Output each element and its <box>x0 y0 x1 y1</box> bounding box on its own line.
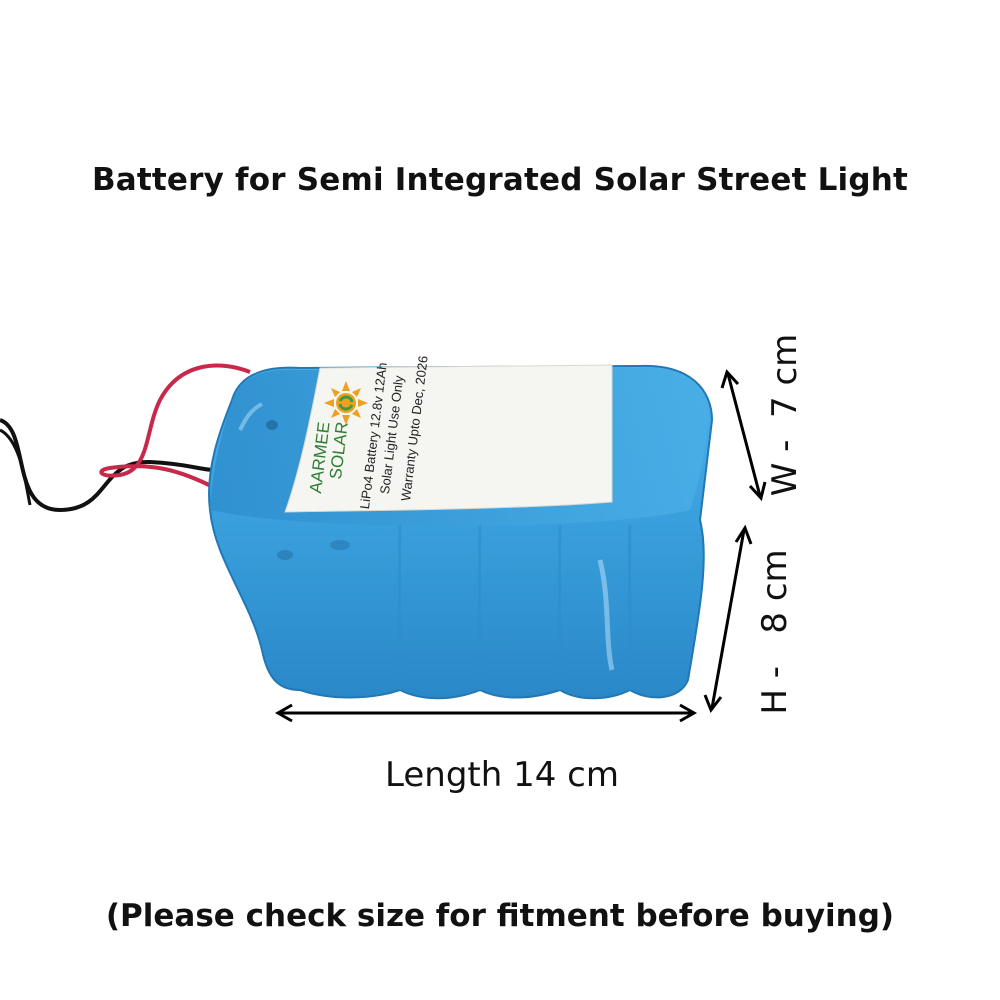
width-dimension-label: W - 7 cm <box>765 333 805 497</box>
black-wire <box>0 418 216 513</box>
length-arrow <box>274 703 698 723</box>
height-arrow <box>703 524 753 714</box>
length-dimension-label: Length 14 cm <box>0 755 1000 795</box>
width-arrow <box>720 369 767 502</box>
fitment-notice: (Please check size for fitment before bu… <box>105 898 895 934</box>
length-dimension-text: Length 14 cm <box>385 755 619 795</box>
solar-logo-icon <box>324 381 368 425</box>
height-dimension-label: H - 8 cm <box>755 549 795 715</box>
battery-label-sticker <box>284 364 613 513</box>
red-wire <box>99 363 251 490</box>
page-title: Battery for Semi Integrated Solar Street… <box>91 162 909 198</box>
